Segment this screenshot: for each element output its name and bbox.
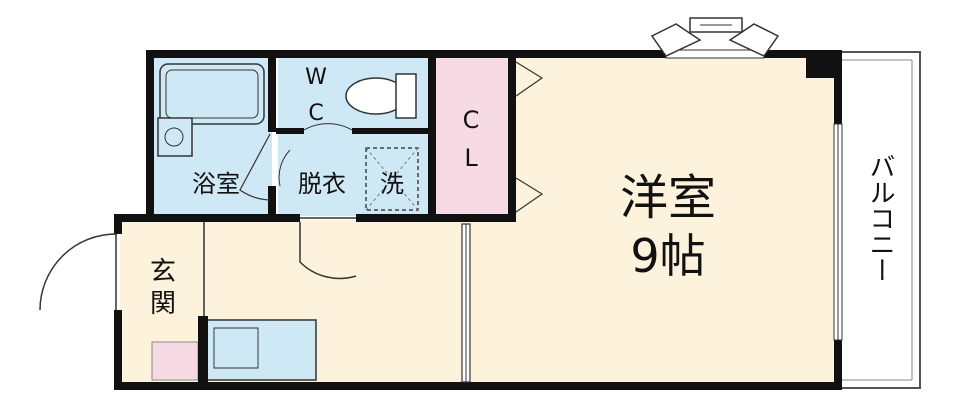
closet-label-l: L <box>464 144 478 172</box>
washer-space <box>365 147 419 211</box>
closet-label-c: C <box>463 106 480 134</box>
toilet-door <box>303 123 353 131</box>
western-room-size: 9帖 <box>630 229 705 283</box>
balcony-label: バルコニー <box>865 153 895 283</box>
dressing-door <box>299 217 357 280</box>
closet-floor <box>434 56 512 216</box>
toilet-label-w: W <box>305 65 327 90</box>
entrance-door <box>39 233 117 311</box>
washer-diagonal <box>365 147 419 211</box>
bathtub <box>159 63 265 125</box>
dressing-label: 脱衣 <box>298 170 346 198</box>
western-room-floor <box>514 56 840 386</box>
toilet-tank <box>395 73 417 119</box>
bay-window <box>650 17 780 59</box>
bathroom-label: 浴室 <box>192 170 240 198</box>
bathtub-inner <box>165 69 259 119</box>
bath-sink <box>157 117 193 157</box>
bath-sink-bowl <box>164 127 184 147</box>
toilet-label-c: C <box>308 101 323 126</box>
entrance-label-1: 玄 <box>150 257 176 287</box>
western-room-name: 洋室 <box>620 170 716 226</box>
closet-door <box>515 177 544 213</box>
washer-diagonal <box>365 147 419 211</box>
closet-door <box>515 61 544 97</box>
balcony <box>839 51 921 389</box>
bathroom-door <box>239 133 271 201</box>
walls <box>114 50 842 390</box>
shoe-cabinet <box>151 341 199 381</box>
kitchen-counter <box>205 319 317 381</box>
dressing-side-door <box>278 149 291 187</box>
washer-label: 洗 <box>380 170 404 198</box>
entrance-label-2: 関 <box>150 289 176 319</box>
kitchen-sink <box>213 327 259 369</box>
